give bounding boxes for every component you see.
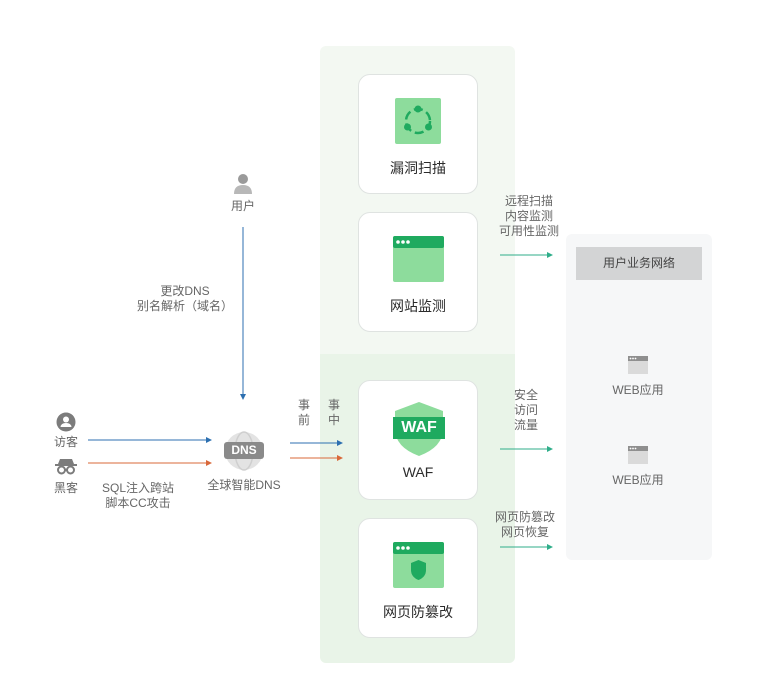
tamper-label: 网页防篡改 bbox=[383, 604, 453, 620]
vuln-scan-card[interactable]: 漏洞扫描 bbox=[358, 74, 478, 194]
monitor-note: 远程扫描 内容监测 可用性监测 bbox=[490, 194, 568, 239]
phase-during-label: 事 中 bbox=[326, 398, 342, 428]
dns-change-note: 更改DNS 别名解析（域名） bbox=[120, 284, 250, 314]
browser-window-icon bbox=[393, 236, 444, 282]
web-app-icon bbox=[628, 356, 648, 374]
hacker-label: 黑客 bbox=[53, 481, 78, 495]
hacker-icon bbox=[54, 457, 78, 475]
tamper-card[interactable]: 网页防篡改 bbox=[358, 518, 478, 638]
security-note: 安全 访问 流量 bbox=[506, 388, 546, 433]
tamper-note-line2: 网页恢复 bbox=[500, 525, 549, 539]
vuln-scan-label: 漏洞扫描 bbox=[390, 160, 446, 176]
monitor-note-line2: 内容监测 bbox=[504, 209, 553, 223]
attack-line2: 脚本CC攻击 bbox=[105, 496, 171, 510]
tamper-note-line1: 网页防篡改 bbox=[494, 510, 555, 524]
dns-badge: DNS bbox=[231, 443, 257, 457]
visitor-icon bbox=[56, 412, 76, 432]
security-note-line2: 访问 bbox=[513, 403, 538, 417]
network-title: 用户业务网络 bbox=[576, 247, 702, 280]
site-monitor-card[interactable]: 网站监测 bbox=[358, 212, 478, 332]
web-app-label-1: WEB应用 bbox=[612, 383, 664, 397]
visitor-label: 访客 bbox=[53, 435, 78, 449]
web-app-label-2: WEB应用 bbox=[612, 473, 664, 487]
dns-globe-icon: DNS bbox=[222, 430, 266, 472]
waf-shield-icon: WAF bbox=[393, 401, 445, 457]
user-label: 用户 bbox=[230, 199, 255, 213]
user-network-panel bbox=[566, 234, 712, 560]
tamper-note: 网页防篡改 网页恢复 bbox=[488, 510, 562, 540]
scan-icon bbox=[395, 98, 441, 144]
phase-before-char2: 前 bbox=[297, 413, 310, 427]
shield-window-icon bbox=[393, 542, 444, 588]
phase-before-label: 事 前 bbox=[296, 398, 312, 428]
dns-change-line1: 更改DNS bbox=[160, 284, 210, 298]
security-note-line1: 安全 bbox=[513, 388, 538, 402]
monitor-note-line1: 远程扫描 bbox=[504, 194, 553, 208]
waf-label: WAF bbox=[402, 464, 434, 480]
phase-during-char1: 事 bbox=[327, 398, 340, 412]
attack-line1: SQL注入跨站 bbox=[101, 481, 174, 495]
phase-during-char2: 中 bbox=[327, 413, 340, 427]
phase-before-char1: 事 bbox=[297, 398, 310, 412]
site-monitor-label: 网站监测 bbox=[390, 298, 446, 314]
monitor-note-line3: 可用性监测 bbox=[498, 224, 559, 238]
web-app-icon bbox=[628, 446, 648, 464]
dns-change-line2: 别名解析（域名） bbox=[136, 299, 233, 313]
security-note-line3: 流量 bbox=[513, 418, 538, 432]
dns-label: 全球智能DNS bbox=[207, 478, 281, 492]
user-icon bbox=[233, 173, 253, 195]
attack-note: SQL注入跨站 脚本CC攻击 bbox=[95, 481, 181, 511]
waf-badge: WAF bbox=[401, 419, 437, 436]
waf-card[interactable]: WAF WAF bbox=[358, 380, 478, 500]
